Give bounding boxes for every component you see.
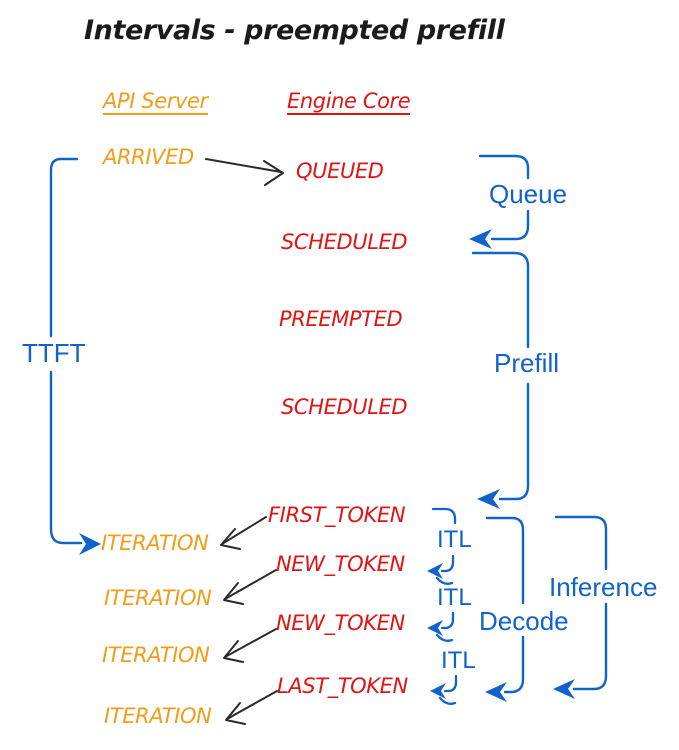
column-header-api-server: API Server [103, 90, 208, 116]
event-queued: QUEUED [296, 159, 384, 183]
interval-label-itl-2: ITL [437, 584, 472, 611]
event-preempted: PREEMPTED [279, 307, 403, 331]
interval-label-ttft: TTFT [22, 338, 86, 368]
queue-bracket [469, 154, 530, 249]
arrow-last-token-to-iteration [225, 690, 278, 725]
interval-label-prefill: Prefill [494, 348, 560, 378]
interval-label-decode: Decode [479, 606, 569, 636]
itl-bracket-2 [427, 611, 455, 642]
event-new-token-2: NEW_TOKEN [276, 611, 405, 635]
arrow-first-token-to-iteration [220, 516, 267, 550]
interval-label-queue: Queue [489, 179, 568, 209]
inference-bracket [553, 515, 608, 699]
interval-label-itl-1: ITL [437, 526, 472, 553]
column-header-engine-core: Engine Core [287, 90, 411, 116]
ttft-bracket [49, 157, 101, 555]
itl-bracket-3 [430, 674, 458, 705]
event-iteration-2: ITERATION [104, 586, 212, 610]
event-iteration-4: ITERATION [104, 704, 212, 728]
page-title: Intervals - preempted prefill [84, 15, 505, 46]
arrow-arrived-to-queued [205, 158, 284, 186]
event-iteration-1: ITERATION [101, 531, 209, 555]
decode-bracket [485, 516, 525, 702]
event-iteration-3: ITERATION [102, 643, 210, 667]
event-scheduled-2: SCHEDULED [281, 395, 408, 419]
event-scheduled-1: SCHEDULED [281, 230, 408, 254]
event-first-token: FIRST_TOKEN [268, 503, 406, 527]
interval-label-itl-3: ITL [441, 647, 476, 674]
event-last-token: LAST_TOKEN [277, 674, 408, 698]
prefill-bracket [471, 251, 530, 509]
arrow-new-token-2-to-iteration [223, 628, 277, 663]
event-arrived: ARRIVED [103, 145, 194, 169]
arrow-new-token-to-iteration [223, 569, 277, 605]
itl-bracket-1 [427, 507, 457, 585]
event-new-token-1: NEW_TOKEN [276, 552, 405, 576]
interval-label-inference: Inference [549, 572, 658, 602]
